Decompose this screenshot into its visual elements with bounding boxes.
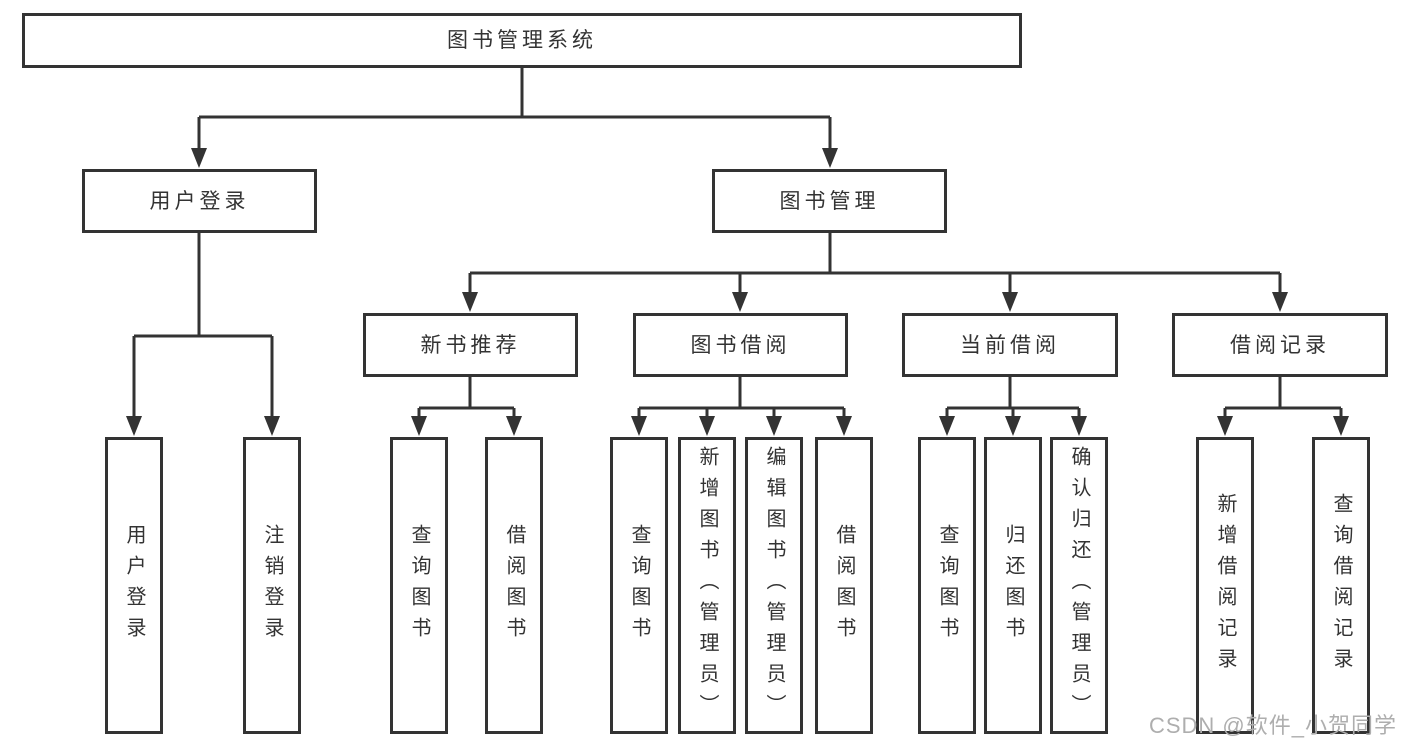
arrowhead-icon (631, 416, 647, 436)
node-label: 归还图书 (1002, 523, 1024, 648)
node-user-login: 用户登录 (82, 169, 317, 233)
leaf-borrow-books: 借阅图书 (815, 437, 873, 734)
node-label: 图书管理系统 (447, 29, 597, 52)
node-label: 新书推荐 (420, 333, 521, 357)
arrowhead-icon (264, 416, 280, 436)
leaf-user-login: 用户登录 (105, 437, 163, 734)
node-label: 借阅图书 (503, 523, 525, 648)
node-book-borrowing: 图书借阅 (633, 313, 848, 377)
node-label: 新增借阅记录 (1214, 492, 1236, 679)
leaf-add-borrow-record: 新增借阅记录 (1196, 437, 1254, 734)
node-label: 查询图书 (628, 523, 650, 648)
node-label: 新增图书（管理员） (696, 446, 718, 725)
node-label: 查询借阅记录 (1330, 492, 1352, 679)
node-label: 用户登录 (149, 189, 250, 213)
node-label: 图书管理 (779, 189, 880, 213)
arrowhead-icon (699, 416, 715, 436)
leaf-confirm-return-admin: 确认归还（管理员） (1050, 437, 1108, 734)
leaf-query-books-borrowing: 查询图书 (610, 437, 668, 734)
arrowhead-icon (766, 416, 782, 436)
leaf-edit-book-admin: 编辑图书（管理员） (745, 437, 803, 734)
node-label: 用户登录 (123, 523, 145, 648)
leaf-query-books-recommend: 查询图书 (390, 437, 448, 734)
leaf-query-borrow-record: 查询借阅记录 (1312, 437, 1370, 734)
arrowhead-icon (411, 416, 427, 436)
arrowhead-icon (462, 292, 478, 312)
leaf-borrow-books-recommend: 借阅图书 (485, 437, 543, 734)
leaf-return-book: 归还图书 (984, 437, 1042, 734)
node-book-management: 图书管理 (712, 169, 947, 233)
node-borrowing-records: 借阅记录 (1172, 313, 1388, 377)
node-current-borrowing: 当前借阅 (902, 313, 1118, 377)
leaf-add-book-admin: 新增图书（管理员） (678, 437, 736, 734)
node-new-book-recommendation: 新书推荐 (363, 313, 578, 377)
node-label: 当前借阅 (960, 333, 1060, 357)
arrowhead-icon (732, 292, 748, 312)
leaf-query-books-current: 查询图书 (918, 437, 976, 734)
arrowhead-icon (1005, 416, 1021, 436)
node-label: 借阅记录 (1230, 333, 1330, 357)
node-label: 注销登录 (261, 523, 283, 648)
arrowhead-icon (1333, 416, 1349, 436)
node-label: 查询图书 (936, 523, 958, 648)
node-label: 借阅图书 (833, 523, 855, 648)
arrowhead-icon (836, 416, 852, 436)
node-label: 编辑图书（管理员） (763, 446, 785, 725)
node-label: 图书借阅 (690, 333, 791, 357)
arrowhead-icon (506, 416, 522, 436)
arrowhead-icon (822, 148, 838, 168)
tree-connector-path (132, 68, 1343, 418)
node-library-management-system: 图书管理系统 (22, 13, 1022, 68)
arrowhead-icon (1217, 416, 1233, 436)
leaf-logout: 注销登录 (243, 437, 301, 734)
arrowhead-icon (126, 416, 142, 436)
node-label: 查询图书 (408, 523, 430, 648)
arrowhead-icon (191, 148, 207, 168)
node-label: 确认归还（管理员） (1068, 446, 1090, 725)
arrowhead-icon (1002, 292, 1018, 312)
arrowhead-icon (1071, 416, 1087, 436)
arrowhead-icon (1272, 292, 1288, 312)
csdn-watermark: CSDN @软件_小贺同学 (1148, 713, 1397, 738)
arrowhead-icon (939, 416, 955, 436)
